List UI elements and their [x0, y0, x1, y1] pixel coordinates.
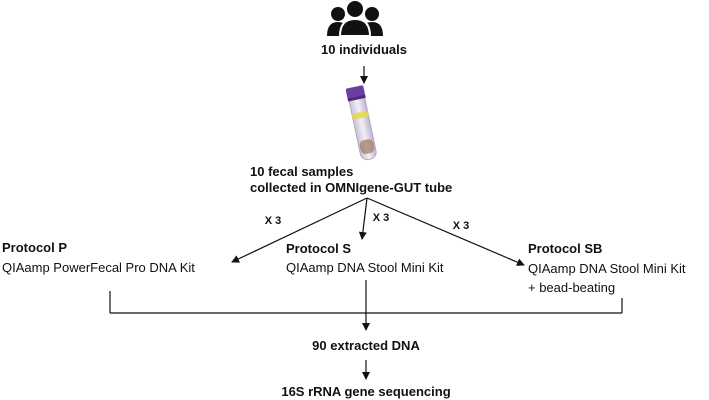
samples-label-line2: collected in OMNIgene-GUT tube: [250, 180, 452, 195]
replicate-label-p: X 3: [265, 215, 282, 227]
samples-label-line1: 10 fecal samples: [250, 164, 353, 179]
extracted-dna-label: 90 extracted DNA: [312, 338, 420, 353]
individuals-label: 10 individuals: [321, 42, 407, 57]
sequencing-label: 16S rRNA gene sequencing: [281, 384, 450, 399]
protocol-p-title: Protocol P: [2, 240, 67, 255]
protocol-s-title: Protocol S: [286, 241, 351, 256]
protocol-p-kit: QIAamp PowerFecal Pro DNA Kit: [2, 260, 195, 275]
protocol-s-kit: QIAamp DNA Stool Mini Kit: [286, 260, 444, 275]
replicate-label-sb: X 3: [453, 220, 470, 232]
arrow-to-protocol-sb: [366, 197, 525, 266]
people-group-icon: [327, 0, 383, 37]
arrow-to-protocol-p: [231, 197, 368, 263]
replicate-label-s: X 3: [373, 212, 390, 224]
protocol-sb-kit: QIAamp DNA Stool Mini Kit: [528, 261, 686, 276]
sample-tube-icon: [345, 85, 377, 161]
protocol-sb-title: Protocol SB: [528, 241, 602, 256]
protocol-sb-extra: + bead-beating: [528, 280, 615, 295]
arrow-to-protocol-s: [358, 197, 368, 240]
